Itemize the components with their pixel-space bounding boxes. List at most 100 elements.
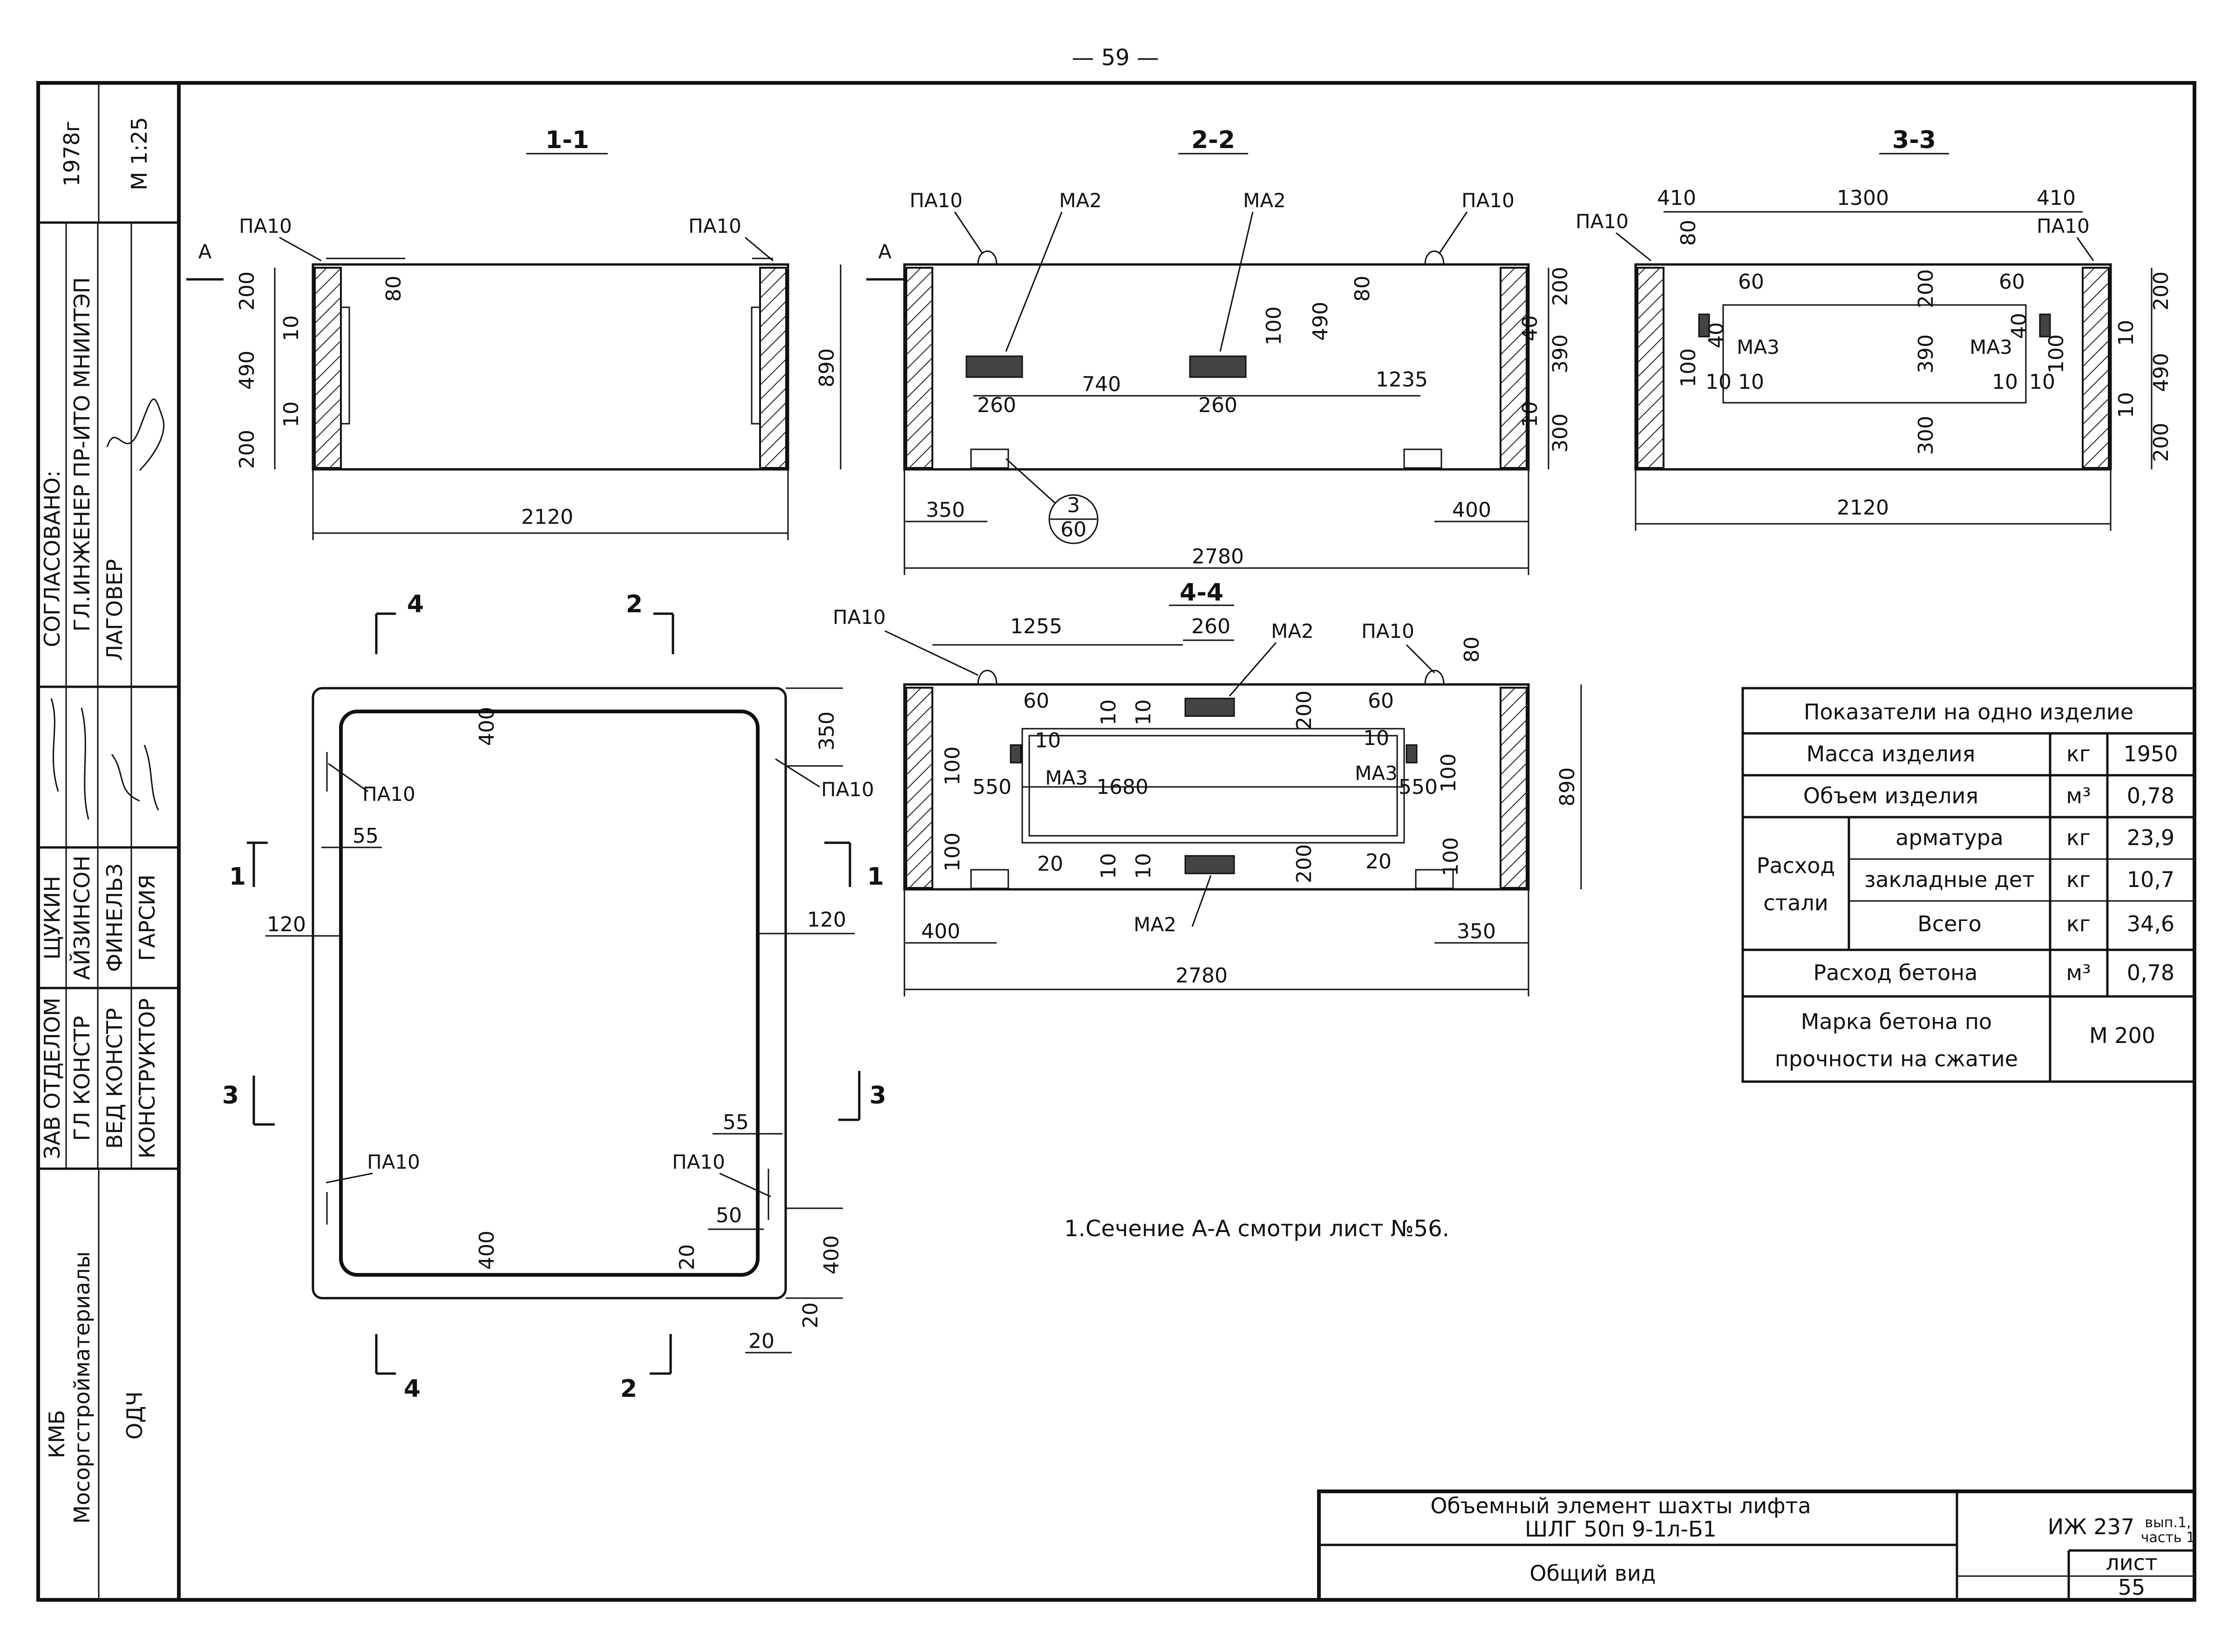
indicators-volume-unit: м³ bbox=[2066, 783, 2091, 808]
indicators-concrete-unit: м³ bbox=[2066, 960, 2091, 985]
dim-3-3-200c: 200 bbox=[2149, 423, 2173, 462]
dim-4-4-550b: 550 bbox=[1399, 775, 1438, 799]
section-1-1-title: 1-1 bbox=[545, 126, 589, 154]
section-3-3-plate-left bbox=[1698, 313, 1710, 338]
dim-plan-55b: 55 bbox=[723, 1110, 749, 1134]
section-2-2-callout-top: 3 bbox=[1067, 494, 1080, 517]
dim-4-4-100c: 100 bbox=[941, 833, 965, 872]
section-4-4-plate-top bbox=[1184, 697, 1235, 717]
stamp-signature-2 bbox=[111, 745, 159, 811]
side-stamp: 1978г М 1:25 СОГЛАСОВАНО: ГЛ.ИНЖЕНЕР ПР-… bbox=[38, 83, 179, 1600]
dim-4-4-width: 2780 bbox=[1175, 964, 1228, 988]
section-1-1-right-wall bbox=[759, 267, 787, 469]
plan-loop-top-right: ПА10 bbox=[821, 778, 874, 801]
indicators-embed-unit: кг bbox=[2066, 867, 2091, 892]
dim-2-2-390: 390 bbox=[1549, 334, 1572, 373]
section-4-4-plate-right-label: МА3 bbox=[1355, 762, 1398, 785]
indicators-grade-label-2: прочности на сжатие bbox=[1775, 1046, 2018, 1071]
dim-plan-55a: 55 bbox=[353, 824, 379, 848]
section-2-2-plate-right bbox=[1189, 355, 1247, 378]
dim-3-3-80: 80 bbox=[1677, 220, 1700, 246]
indicators-mass-label: Масса изделия bbox=[1807, 741, 1976, 766]
section-2-2-title: 2-2 bbox=[1191, 126, 1235, 154]
dim-3-3-10f: 10 bbox=[2114, 392, 2138, 418]
section-4-4-title: 4-4 bbox=[1180, 579, 1223, 607]
indicators-grade-label-1: Марка бетона по bbox=[1801, 1009, 1992, 1034]
dim-1-1-10b: 10 bbox=[279, 401, 303, 427]
title-name-line-2: ШЛГ 50п 9-1л-Б1 bbox=[1525, 1517, 1717, 1542]
dim-3-3-60b: 60 bbox=[1999, 270, 2025, 294]
plan-cut-1-right: 1 bbox=[867, 863, 884, 891]
section-2-2-loop-left: ПА10 bbox=[910, 189, 963, 212]
section-2-2-plate-left bbox=[965, 355, 1023, 378]
plan-cut-1-left: 1 bbox=[229, 863, 246, 891]
title-name-line-1: Объемный элемент шахты лифта bbox=[1430, 1493, 1811, 1518]
indicators-grade-value: М 200 bbox=[2089, 1023, 2155, 1048]
stamp-approved-signature bbox=[106, 398, 164, 471]
dim-4-4-10d: 10 bbox=[1363, 726, 1389, 750]
dim-3-3-10d: 10 bbox=[2029, 370, 2055, 394]
dim-3-3-410a: 410 bbox=[1657, 186, 1696, 210]
section-3-3-left-wall bbox=[1637, 267, 1664, 469]
stamp-name-2: АЙЗИНСОН bbox=[69, 855, 95, 980]
dim-3-3-100a: 100 bbox=[1677, 348, 1700, 387]
indicators-embed-label: закладные дет bbox=[1864, 867, 2035, 892]
section-1-1: 1-1 ПА10 ПА10 А А 200 10 490 10 200 80 8… bbox=[186, 126, 903, 540]
title-part: часть 1 bbox=[2141, 1530, 2195, 1546]
dim-plan-120a: 120 bbox=[267, 913, 306, 936]
plan-cut-4-bottom: 4 bbox=[404, 1375, 421, 1403]
section-2-2-loop-left-shape bbox=[977, 251, 998, 265]
section-2-2-loop-right-shape bbox=[1424, 251, 1445, 265]
indicators-total-label: Всего bbox=[1917, 911, 1981, 936]
stamp-year: 1978г bbox=[59, 121, 84, 186]
dim-2-2-400: 400 bbox=[1452, 498, 1491, 522]
dim-4-4-200b: 200 bbox=[1292, 844, 1316, 883]
title-code: ИЖ 237 bbox=[2048, 1514, 2134, 1539]
page-number: — 59 — bbox=[1072, 45, 1159, 71]
section-4-4-right-wall bbox=[1500, 687, 1528, 889]
dim-2-2-10: 10 bbox=[1518, 401, 1542, 427]
dim-2-2-200: 200 bbox=[1549, 267, 1572, 306]
dim-3-3-490: 490 bbox=[2149, 353, 2173, 392]
stamp-signature-1 bbox=[50, 698, 89, 820]
title-issue: вып.1, bbox=[2145, 1515, 2191, 1531]
dim-2-2-740: 740 bbox=[1082, 372, 1121, 396]
section-4-4-plate-top-label: МА2 bbox=[1271, 620, 1314, 643]
general-note: 1.Сечение А-А смотри лист №56. bbox=[1064, 1216, 1449, 1242]
indicators-steel-label-2: стали bbox=[1763, 890, 1828, 915]
dim-3-3-100b: 100 bbox=[2045, 334, 2068, 373]
dim-4-4-100d: 100 bbox=[1439, 837, 1463, 876]
dim-2-2-width: 2780 bbox=[1192, 545, 1244, 569]
section-4-4-outline bbox=[903, 683, 1530, 891]
section-4-4-plate-left bbox=[1010, 744, 1022, 764]
stamp-org-1: КМБ bbox=[44, 1410, 69, 1458]
section-1-1-left-wall bbox=[314, 267, 342, 469]
indicators-concrete-label: Расход бетона bbox=[1814, 960, 1978, 985]
stamp-role-1: ЗАВ ОТДЕЛОМ bbox=[40, 998, 65, 1159]
dim-plan-400c: 400 bbox=[820, 1235, 843, 1274]
dim-3-3-200b: 200 bbox=[2149, 271, 2173, 311]
section-3-3-loop-left: ПА10 bbox=[1576, 210, 1629, 233]
dim-2-2-260b: 260 bbox=[1198, 393, 1237, 417]
indicators-rebar-label: арматура bbox=[1895, 825, 2004, 850]
section-1-1-outline bbox=[312, 263, 789, 471]
dim-3-3-390: 390 bbox=[1914, 334, 1938, 373]
indicators-rebar-value: 23,9 bbox=[2127, 825, 2174, 850]
section-2-2-lifting-socket-right bbox=[1403, 448, 1442, 469]
section-2-2-callout-bot: 60 bbox=[1060, 518, 1087, 542]
plan-loop-top-left: ПА10 bbox=[362, 783, 415, 806]
dim-4-4-60b: 60 bbox=[1368, 689, 1394, 713]
plan-loop-bottom-left: ПА10 bbox=[367, 1151, 420, 1173]
dim-4-4-10c: 10 bbox=[1035, 729, 1061, 752]
dim-plan-400a: 400 bbox=[475, 707, 499, 746]
section-2-2-loop-right: ПА10 bbox=[1461, 189, 1515, 212]
plan-loop-bottom-right: ПА10 bbox=[672, 1151, 725, 1173]
dim-2-2-300: 300 bbox=[1549, 413, 1572, 453]
dim-3-3-40a: 40 bbox=[1705, 322, 1728, 348]
section-4-4-loop-left: ПА10 bbox=[833, 606, 886, 629]
section-3-3-title: 3-3 bbox=[1892, 126, 1936, 154]
section-2-2: 2-2 ПА10 ПА10 МА2 МА2 3 60 80 490 100 26… bbox=[903, 126, 1572, 575]
dim-4-4-260: 260 bbox=[1191, 615, 1230, 638]
dim-1-1-top-left: 200 bbox=[235, 271, 259, 311]
